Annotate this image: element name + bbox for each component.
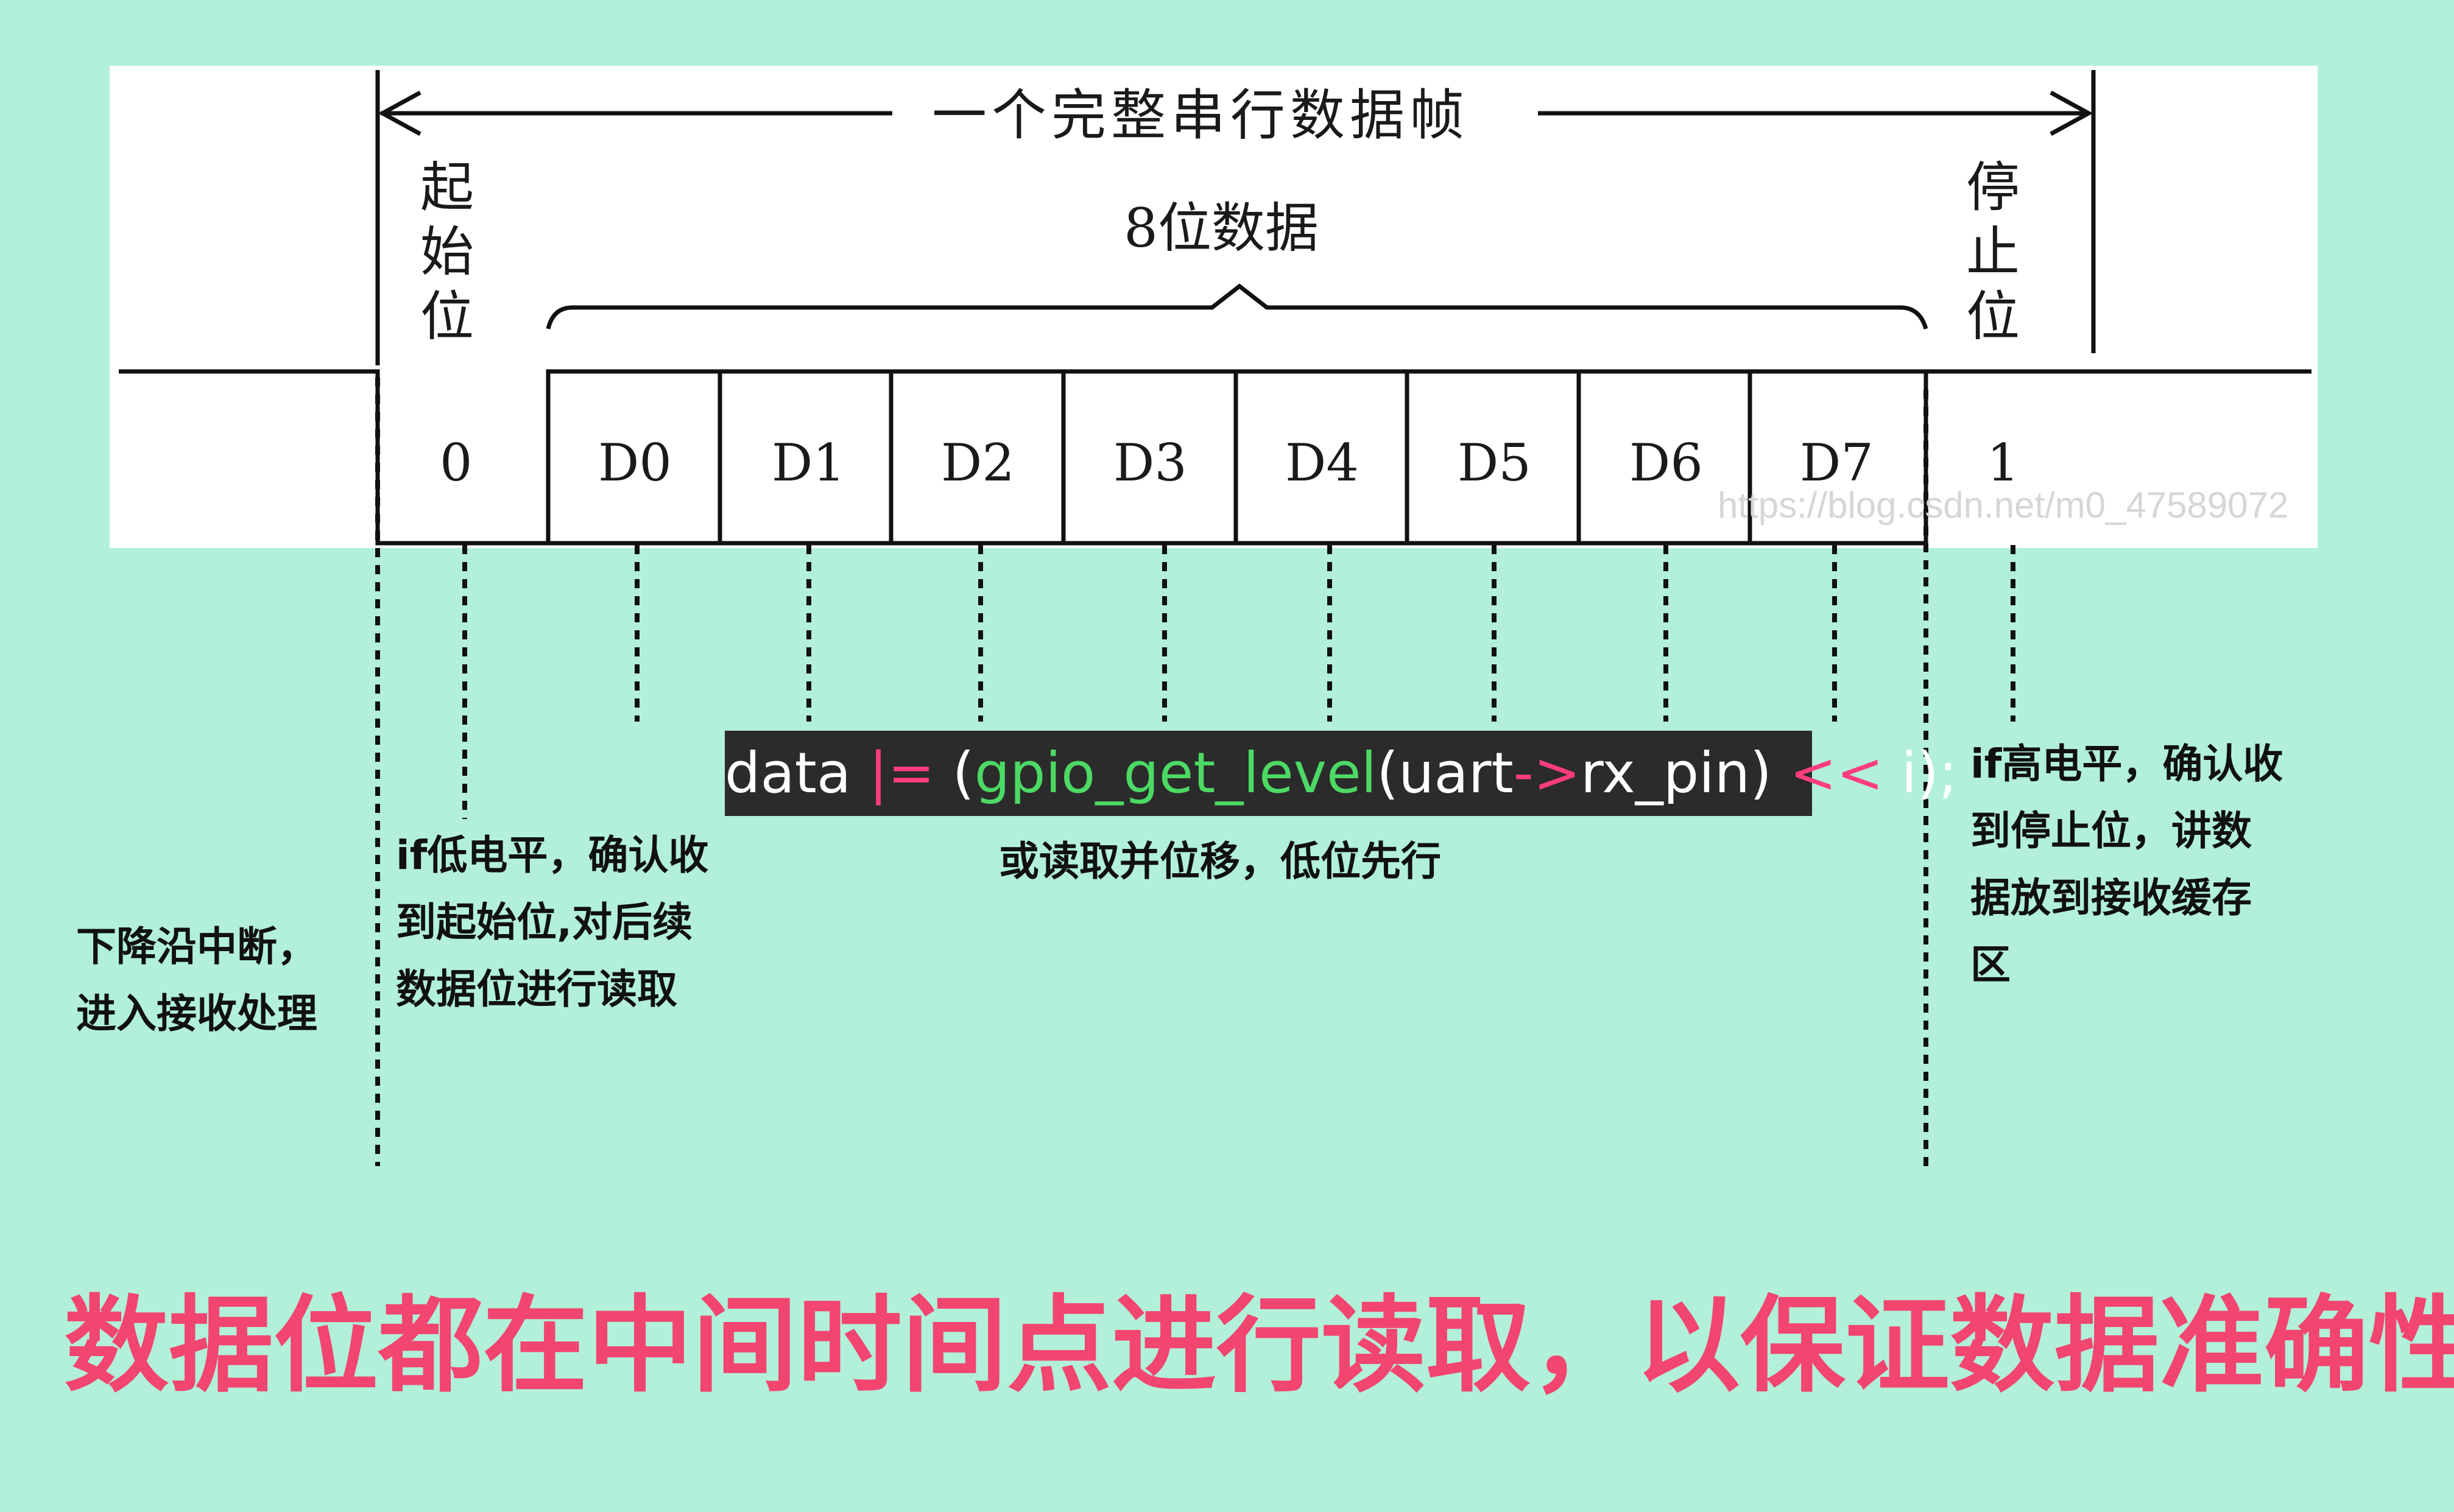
bit-label-d0: D0 <box>598 433 672 493</box>
caption: 数据位都在中间时间点进行读取，以保证数据准确性 <box>64 1284 2454 1407</box>
bit-label-d4: D4 <box>1285 433 1359 493</box>
bit-label-d6: D6 <box>1629 433 1703 493</box>
arrowhead-right <box>2050 90 2093 136</box>
bit-label-d5: D5 <box>1458 433 1531 493</box>
data-bits-brace <box>546 283 1928 330</box>
bit-label-d7: D7 <box>1800 433 1874 493</box>
stop-check-note-line: 据放到接收缓存 <box>1970 874 2252 921</box>
bit-label-d1: D1 <box>772 433 845 493</box>
bit-label-start: 0 <box>440 433 473 493</box>
start-check-note-line: 到起始位,对后续 <box>396 899 693 946</box>
code-token: (uart <box>1377 740 1514 806</box>
bit-label-stop: 1 <box>1987 433 2020 493</box>
code-line: data |= (gpio_get_level(uart->rx_pin) <<… <box>725 731 1958 816</box>
start-check-note: if低电平，确认收 到起始位,对后续 数据位进行读取 <box>396 822 708 1023</box>
frame-title: 一个完整串行数据帧 <box>932 83 1469 147</box>
stop-check-note-line: 区 <box>1970 941 2011 988</box>
start-check-note-line: if低电平，确认收 <box>396 832 709 879</box>
stop-check-note: if高电平，确认收 到停止位，讲数 据放到接收缓存 区 <box>1970 731 2283 999</box>
code-token: ( <box>934 740 975 806</box>
falling-edge-note-line: 下降沿中断， <box>76 923 317 970</box>
falling-edge-note-line: 进入接收处理 <box>76 990 317 1037</box>
start-bit-label: 起始位 <box>420 156 474 348</box>
code-token: rx_pin) <box>1580 740 1790 806</box>
code-token: << <box>1789 740 1884 806</box>
code-token: -> <box>1513 740 1581 806</box>
code-token: gpio_get_level <box>974 740 1377 806</box>
read-shift-note: 或读取并位移，低位先行 <box>999 838 1441 885</box>
stop-check-note-line: 到停止位，讲数 <box>1970 807 2252 854</box>
code-token: data <box>725 740 869 806</box>
code-token: i); <box>1883 740 1958 806</box>
data-bits-label: 8位数据 <box>1124 197 1319 259</box>
start-check-note-line: 数据位进行读取 <box>396 966 677 1013</box>
arrowhead-left <box>378 90 421 136</box>
watermark-url: https://blog.csdn.net/m0_47589072 <box>1718 485 2289 526</box>
falling-edge-note: 下降沿中断， 进入接收处理 <box>76 913 317 1047</box>
code-token: |= <box>869 740 935 806</box>
bit-label-d2: D2 <box>941 433 1015 493</box>
bit-label-d3: D3 <box>1113 433 1187 493</box>
stop-check-note-line: if高电平，确认收 <box>1970 740 2283 787</box>
stop-bit-label: 停止位 <box>1966 156 2020 348</box>
